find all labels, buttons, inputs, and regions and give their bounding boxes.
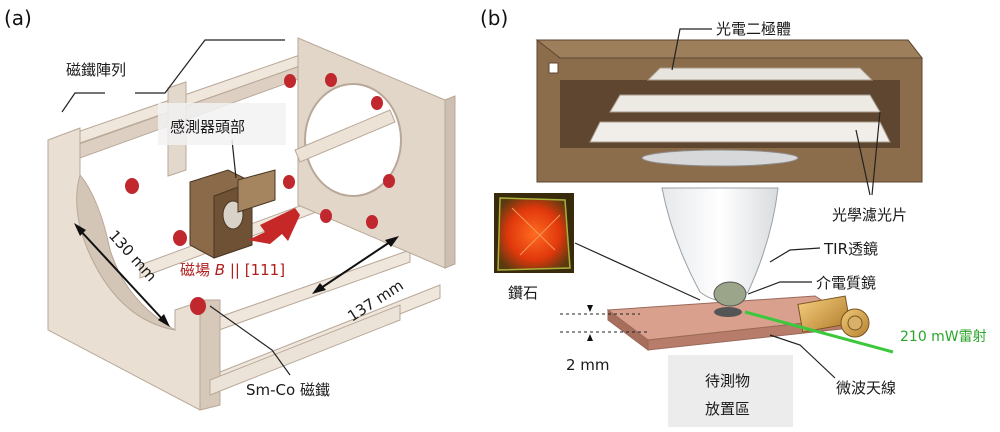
sma-connector: [797, 295, 870, 338]
label-laser: 210 mW雷射: [900, 329, 987, 345]
leader-filter-2: [871, 111, 881, 196]
label-sample-line2: 放置區: [705, 400, 750, 418]
magnets: [125, 73, 395, 315]
label-antenna: 微波天線: [836, 379, 896, 397]
field-arrow: [248, 208, 300, 244]
magnet-dot: [284, 74, 296, 88]
panel-a: (a): [4, 6, 456, 411]
magnet-dot: [190, 297, 206, 315]
label-sensor-head: 感測器頭部: [170, 118, 245, 136]
leader-magnet-array-2: [135, 39, 285, 94]
panel-a-tag: (a): [4, 6, 32, 30]
label-optical-filter: 光學濾光片: [832, 206, 907, 224]
leader-antenna: [769, 334, 836, 379]
label-field: 磁場 B || [111]: [180, 261, 285, 279]
leader-magnet-array: [61, 92, 105, 113]
label-thickness: 2 mm: [566, 356, 610, 374]
laser-beam: [744, 310, 894, 354]
right-end-plate: [294, 37, 456, 269]
optics-housing: [535, 39, 924, 183]
sample-area-box: [668, 355, 793, 427]
leader-sensor-head: [231, 139, 237, 179]
label-dielectric-mirror: 介電質鏡: [816, 274, 876, 292]
leader-diamond: [574, 242, 701, 301]
panel-b-tag: (b): [480, 6, 508, 30]
label-photodiode: 光電二極體: [716, 20, 791, 38]
dimension-arrows: [74, 223, 399, 327]
magnet-dot: [366, 215, 378, 229]
sensor-head: [189, 169, 276, 259]
label-tir-lens: TIR透鏡: [823, 240, 878, 258]
magnet-dot: [173, 230, 187, 246]
sensor-label-bg: [158, 103, 286, 145]
leader-smco: [209, 305, 291, 376]
panel-b: (b): [480, 6, 987, 427]
magnet-dot: [383, 174, 395, 188]
leader-tir: [769, 247, 821, 263]
magnet-dot: [325, 73, 337, 87]
front-rail: [209, 304, 401, 396]
diamond-inset: [494, 193, 574, 273]
leader-photodiode: [671, 28, 712, 71]
magnet-dot: [320, 209, 332, 223]
magnet-dot: [283, 175, 295, 189]
thickness-marker: [560, 305, 650, 341]
label-magnet-array: 磁鐵陣列: [66, 61, 126, 79]
leader-mirror: [747, 281, 812, 295]
label-sample-line1: 待測物: [705, 372, 750, 390]
magnet-dot: [125, 178, 139, 194]
magnet-dot: [371, 96, 383, 110]
leader-filter-1: [855, 129, 871, 196]
label-smco: Sm-Co 磁鐵: [246, 381, 330, 399]
left-end-plate: [47, 127, 221, 411]
label-diamond: 鑽石: [508, 284, 538, 302]
